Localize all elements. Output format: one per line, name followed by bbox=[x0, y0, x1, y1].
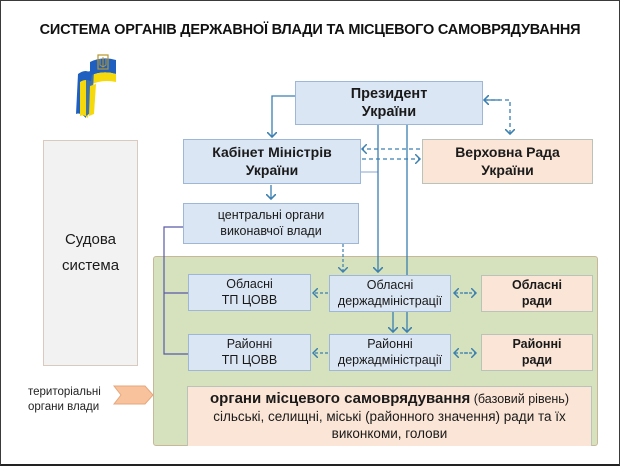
territorial-bodies-label: територіальні органи влади bbox=[28, 385, 101, 415]
node-local-self-government: органи місцевого самоврядування (базовий… bbox=[187, 386, 592, 446]
side-label-line2: органи влади bbox=[28, 400, 100, 413]
ukraine-flag-trident-icon bbox=[76, 54, 116, 118]
local-line2: сільські, селищні, міські (районного зна… bbox=[213, 409, 566, 425]
node-oblast-administrations: Обласні держадміністрації bbox=[329, 275, 451, 312]
node-central-line2: виконавчої влади bbox=[220, 223, 322, 238]
node-raion-admin-line2: держадміністрації bbox=[337, 352, 443, 367]
node-oblast-admin-line2: держадміністрації bbox=[337, 293, 443, 308]
node-oblast-admin-line1: Обласні bbox=[366, 277, 414, 292]
node-central-line1: центральні органи bbox=[217, 207, 325, 222]
node-oblast-tp-line1: Обласні bbox=[226, 276, 273, 291]
node-raion-administrations: Районні держадміністрації bbox=[329, 334, 451, 371]
node-cabinet-line2: України bbox=[245, 161, 299, 178]
node-president: Президент України bbox=[295, 81, 483, 125]
node-president-line1: Президент bbox=[350, 85, 428, 102]
local-line3: виконкоми, голови bbox=[331, 426, 448, 442]
node-cabinet-line1: Кабінет Міністрів bbox=[212, 144, 332, 160]
local-title: органи місцевого самоврядування bbox=[210, 390, 471, 407]
node-oblast-tp-line2: ТП ЦОВВ bbox=[221, 292, 278, 307]
node-rada-line1: Верховна Рада bbox=[455, 144, 560, 160]
node-verkhovna-rada: Верховна Рада України bbox=[422, 139, 593, 184]
node-oblast-tp-tsovv: Обласні ТП ЦОВВ bbox=[188, 274, 311, 311]
side-label-line1: територіальні bbox=[28, 386, 101, 398]
local-level: (базовий рівень) bbox=[470, 392, 569, 406]
node-raion-rady-line1: Районні bbox=[512, 336, 562, 351]
diagram-title: СИСТЕМА ОРГАНІВ ДЕРЖАВНОЇ ВЛАДИ ТА МІСЦЕ… bbox=[39, 22, 581, 38]
node-judicial-system: Судова система bbox=[43, 140, 138, 366]
node-raion-tp-line1: Районні bbox=[226, 336, 273, 351]
node-raion-rady-line2: ради bbox=[521, 352, 553, 367]
node-raion-tp-tsovv: Районні ТП ЦОВВ bbox=[188, 334, 311, 371]
node-rada-line2: України bbox=[481, 161, 534, 178]
node-president-line2: України bbox=[361, 104, 417, 120]
node-cabinet: Кабінет Міністрів України bbox=[183, 139, 361, 184]
node-oblast-councils: Обласні ради bbox=[481, 275, 593, 312]
node-central-executive-bodies: центральні органи виконавчої влади bbox=[183, 203, 359, 244]
node-raion-councils: Районні ради bbox=[481, 334, 593, 371]
node-raion-admin-line1: Районні bbox=[367, 336, 413, 351]
node-raion-tp-line2: ТП ЦОВВ bbox=[221, 352, 278, 367]
node-judicial-line1: Судова bbox=[64, 230, 117, 248]
node-oblast-rady-line2: ради bbox=[521, 293, 553, 308]
node-judicial-line2: система bbox=[61, 257, 120, 274]
node-oblast-rady-line1: Обласні bbox=[512, 277, 562, 292]
